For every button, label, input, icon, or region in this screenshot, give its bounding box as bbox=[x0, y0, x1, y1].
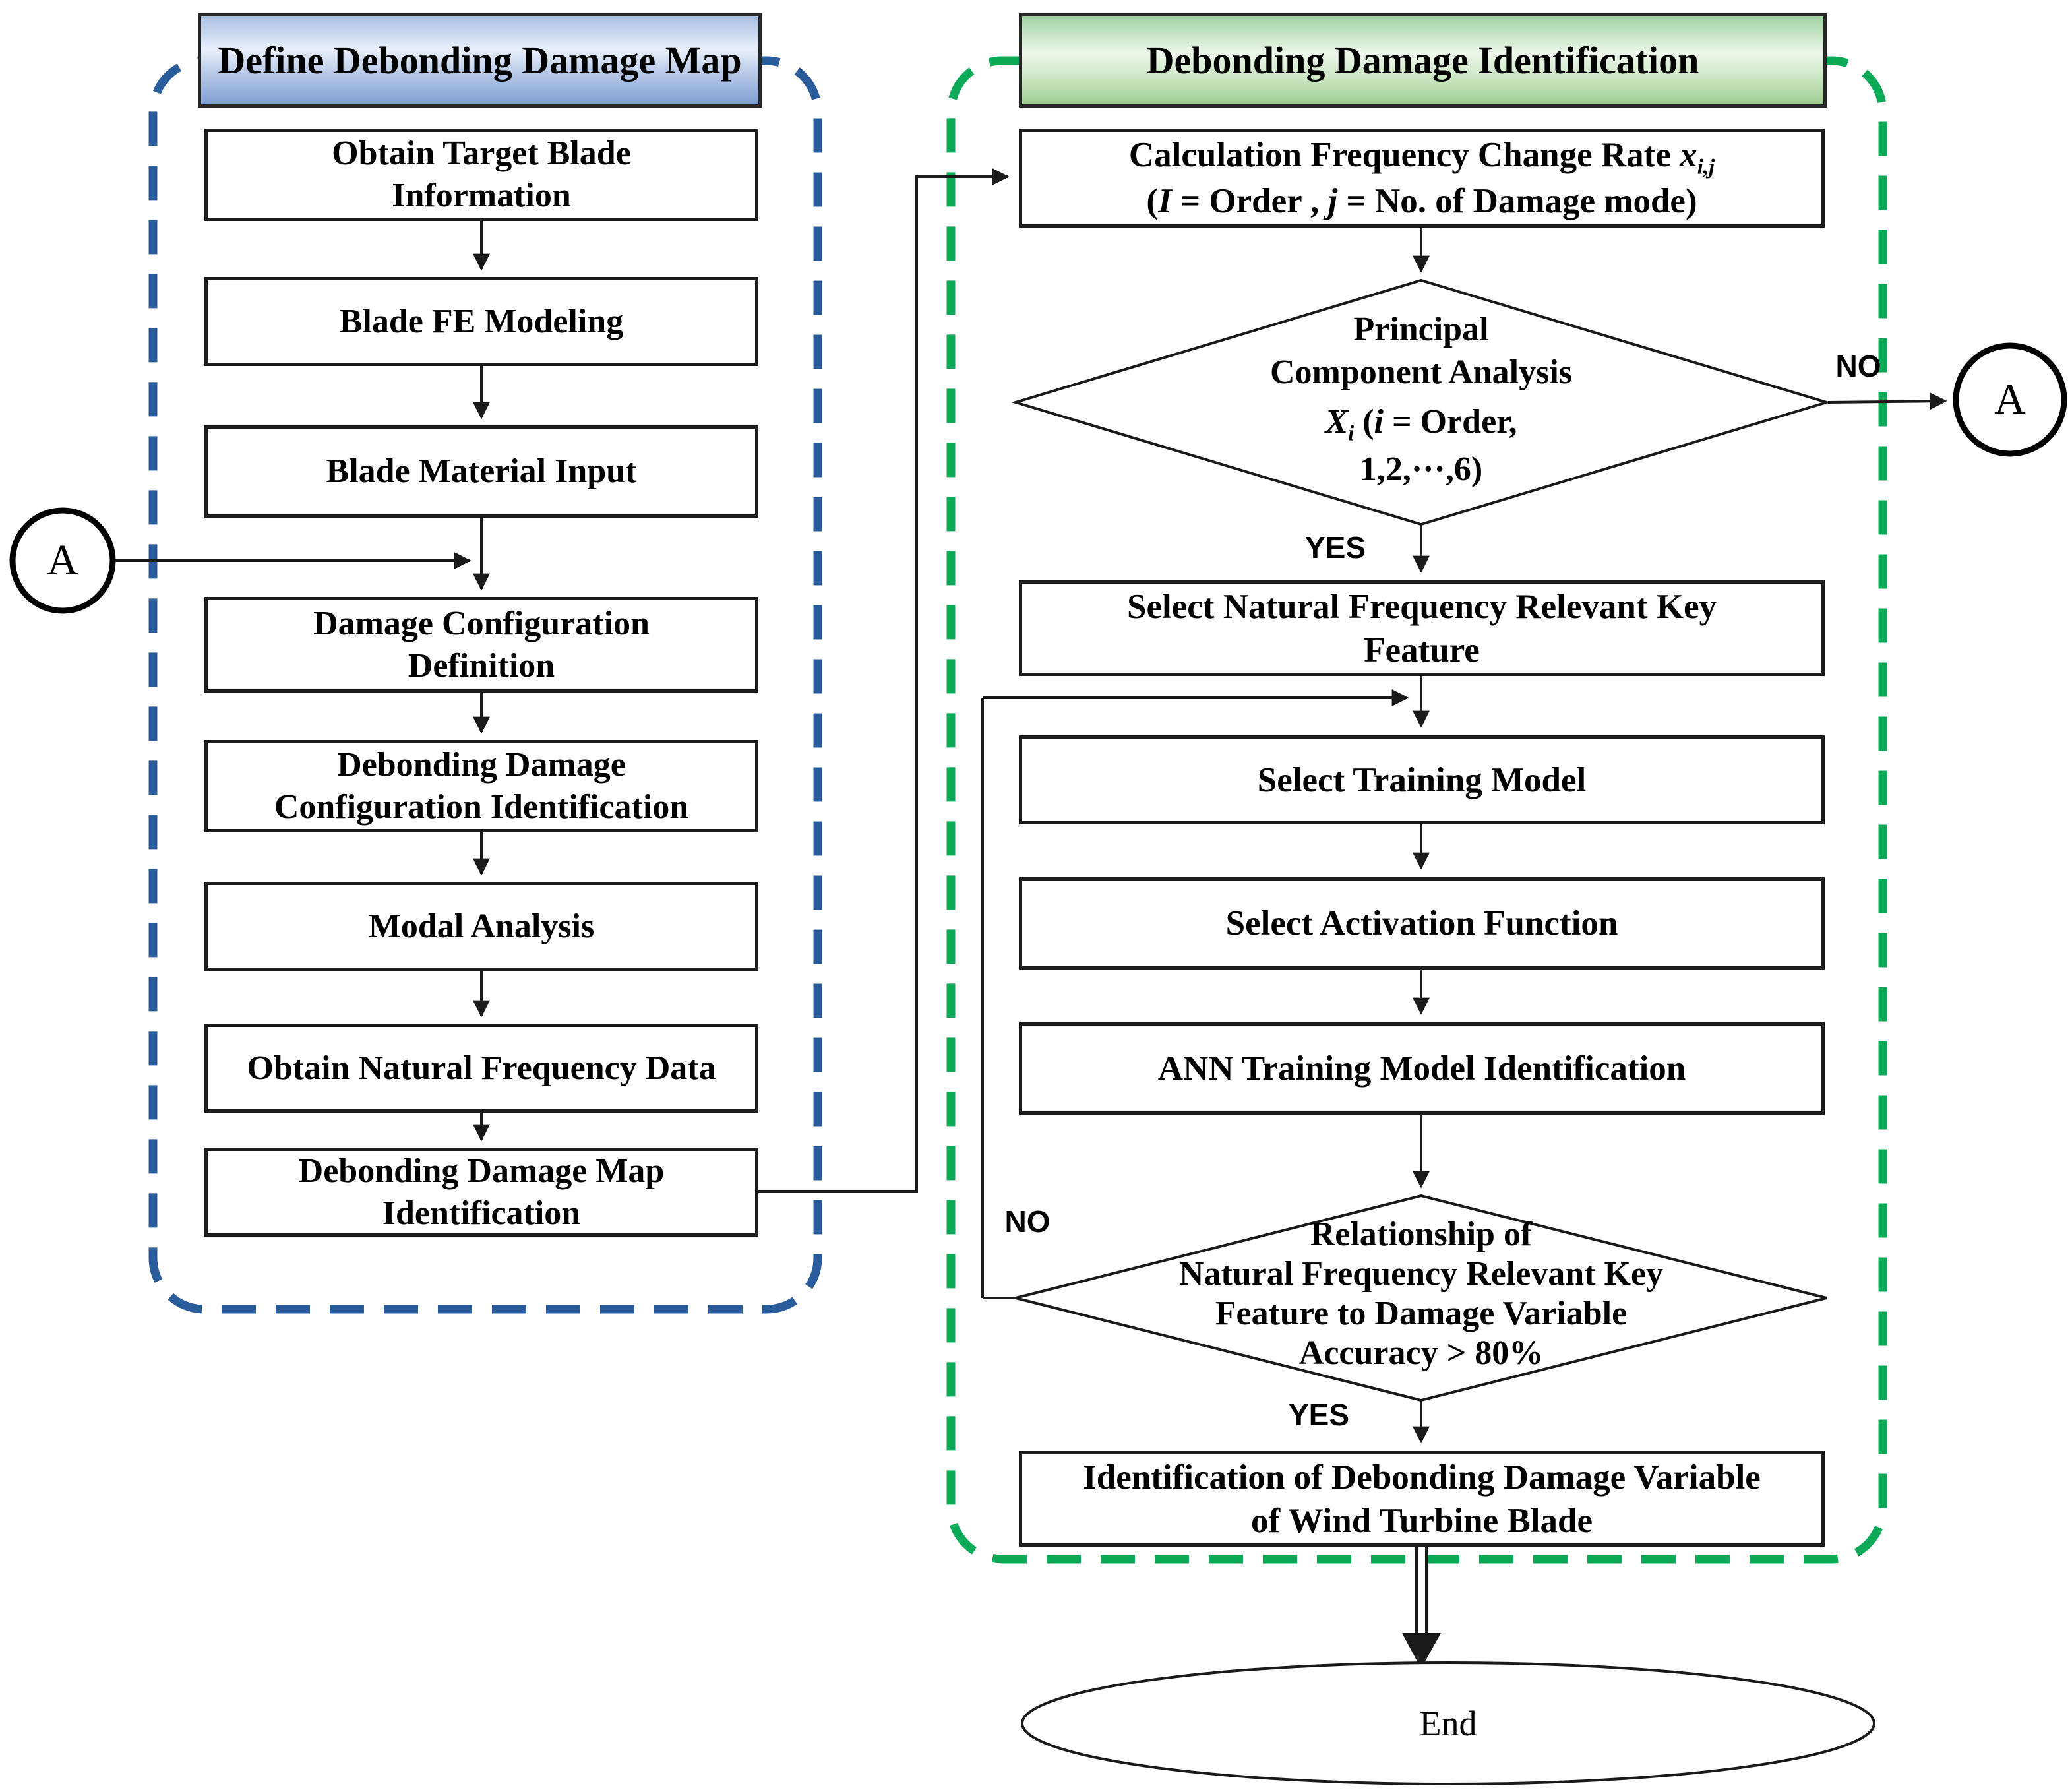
end-terminator-shape bbox=[1021, 1661, 1875, 1785]
box-line: Select Activation Function bbox=[1225, 904, 1618, 942]
box-line: Select Natural Frequency Relevant Key bbox=[1127, 587, 1717, 626]
process-box-blade-fe-modeling: Blade FE Modeling bbox=[204, 277, 758, 366]
box-line: Configuration Identification bbox=[274, 788, 689, 826]
connector-circle-a-left bbox=[9, 507, 116, 614]
end-terminator-label: End bbox=[1419, 1704, 1477, 1743]
label-no-diamond1: NO bbox=[1835, 349, 1881, 383]
calc-text: = Order , bbox=[1171, 182, 1328, 220]
process-box-damage-configuration-definition: Damage Configuration Definition bbox=[204, 597, 758, 693]
calc-paren: ( bbox=[1146, 182, 1159, 220]
arrow-diamond1-no bbox=[1827, 392, 1947, 410]
box-line: Identification of Debonding Damage Varia… bbox=[1083, 1458, 1761, 1497]
diamond-pca-line1: Principal bbox=[1353, 311, 1489, 348]
box-line: Debonding Damage Map bbox=[298, 1152, 665, 1190]
double-arrow-head bbox=[1402, 1633, 1441, 1669]
pca-text: ( bbox=[1354, 403, 1374, 441]
box-line: of Wind Turbine Blade bbox=[1251, 1501, 1593, 1540]
pca-var-x-sub: i bbox=[1348, 421, 1355, 445]
connector-circle-a-left-label: A bbox=[47, 536, 78, 584]
diamond-accuracy-line4: Accuracy > 80% bbox=[1298, 1334, 1544, 1372]
pca-text: = Order, bbox=[1383, 403, 1517, 441]
box-line: Modal Analysis bbox=[368, 907, 595, 945]
process-box-select-activation-function: Select Activation Function bbox=[1019, 877, 1825, 970]
connector-circle-a-right-label: A bbox=[1994, 375, 2026, 423]
connector-circle-a-right bbox=[1953, 342, 2067, 457]
right-section-header: Debonding Damage Identification bbox=[1019, 13, 1827, 108]
box-line: Calculation Frequency Change Rate xi,j bbox=[1129, 132, 1715, 178]
label-yes-diamond1: YES bbox=[1304, 530, 1366, 565]
box-line: Debonding Damage bbox=[337, 746, 626, 784]
box-line: Blade Material Input bbox=[326, 452, 637, 490]
box-line: Identification bbox=[382, 1194, 581, 1232]
pca-var-i: i bbox=[1374, 403, 1384, 441]
calc-var-x-sub: i,j bbox=[1697, 155, 1715, 179]
connector-map-to-calculation bbox=[758, 168, 1010, 1193]
process-box-blade-material-input: Blade Material Input bbox=[204, 425, 758, 518]
pca-var-x: X bbox=[1325, 403, 1349, 441]
process-box-select-natural-frequency-key-feature: Select Natural Frequency Relevant Key Fe… bbox=[1019, 580, 1825, 676]
diamond-pca-line3: Xi (i = Order, bbox=[1124, 402, 1718, 445]
diamond-accuracy-line3: Feature to Damage Variable bbox=[1215, 1295, 1628, 1332]
diamond-accuracy-line2: Natural Frequency Relevant Key bbox=[1178, 1255, 1664, 1293]
label-yes-diamond2: YES bbox=[1288, 1398, 1350, 1432]
box-line: Information bbox=[392, 177, 571, 214]
diamond-pca-line4: 1,2,···,6) bbox=[1359, 450, 1483, 488]
calc-var-j: j bbox=[1327, 182, 1338, 220]
process-box-calculation-frequency-change-rate: Calculation Frequency Change Rate xi,j (… bbox=[1019, 129, 1825, 228]
box-line: ANN Training Model Identification bbox=[1157, 1049, 1686, 1088]
process-box-debonding-damage-map-identification: Debonding Damage Map Identification bbox=[204, 1148, 758, 1237]
diamond-accuracy-line1: Relationship of bbox=[1310, 1216, 1533, 1253]
calc-var-x: x bbox=[1680, 136, 1697, 174]
process-box-ann-training-model-identification: ANN Training Model Identification bbox=[1019, 1022, 1825, 1115]
box-line: Blade FE Modeling bbox=[339, 302, 624, 340]
box-line: Obtain Natural Frequency Data bbox=[247, 1049, 716, 1087]
label-no-diamond2: NO bbox=[1004, 1204, 1051, 1239]
box-line: Damage Configuration bbox=[313, 604, 650, 642]
diamond-pca-line2: Component Analysis bbox=[1270, 354, 1572, 391]
left-section-header: Define Debonding Damage Map bbox=[198, 13, 762, 108]
process-box-debonding-damage-configuration-identification: Debonding Damage Configuration Identific… bbox=[204, 740, 758, 832]
process-box-modal-analysis: Modal Analysis bbox=[204, 882, 758, 971]
process-box-obtain-target-blade-information: Obtain Target Blade Information bbox=[204, 129, 758, 221]
process-box-select-training-model: Select Training Model bbox=[1019, 735, 1825, 824]
box-line: Obtain Target Blade bbox=[332, 135, 631, 172]
box-line: Feature bbox=[1364, 631, 1480, 669]
calc-text: Calculation Frequency Change Rate bbox=[1128, 136, 1680, 174]
process-box-identification-of-debonding-damage-variable: Identification of Debonding Damage Varia… bbox=[1019, 1451, 1825, 1547]
calc-text: = No. of Damage mode) bbox=[1337, 182, 1697, 220]
process-box-obtain-natural-frequency-data: Obtain Natural Frequency Data bbox=[204, 1024, 758, 1113]
box-line: Definition bbox=[408, 646, 555, 685]
box-line: Select Training Model bbox=[1257, 760, 1587, 799]
calc-var-i: I bbox=[1158, 182, 1172, 220]
box-line: (I = Order , j = No. of Damage mode) bbox=[1146, 178, 1697, 224]
